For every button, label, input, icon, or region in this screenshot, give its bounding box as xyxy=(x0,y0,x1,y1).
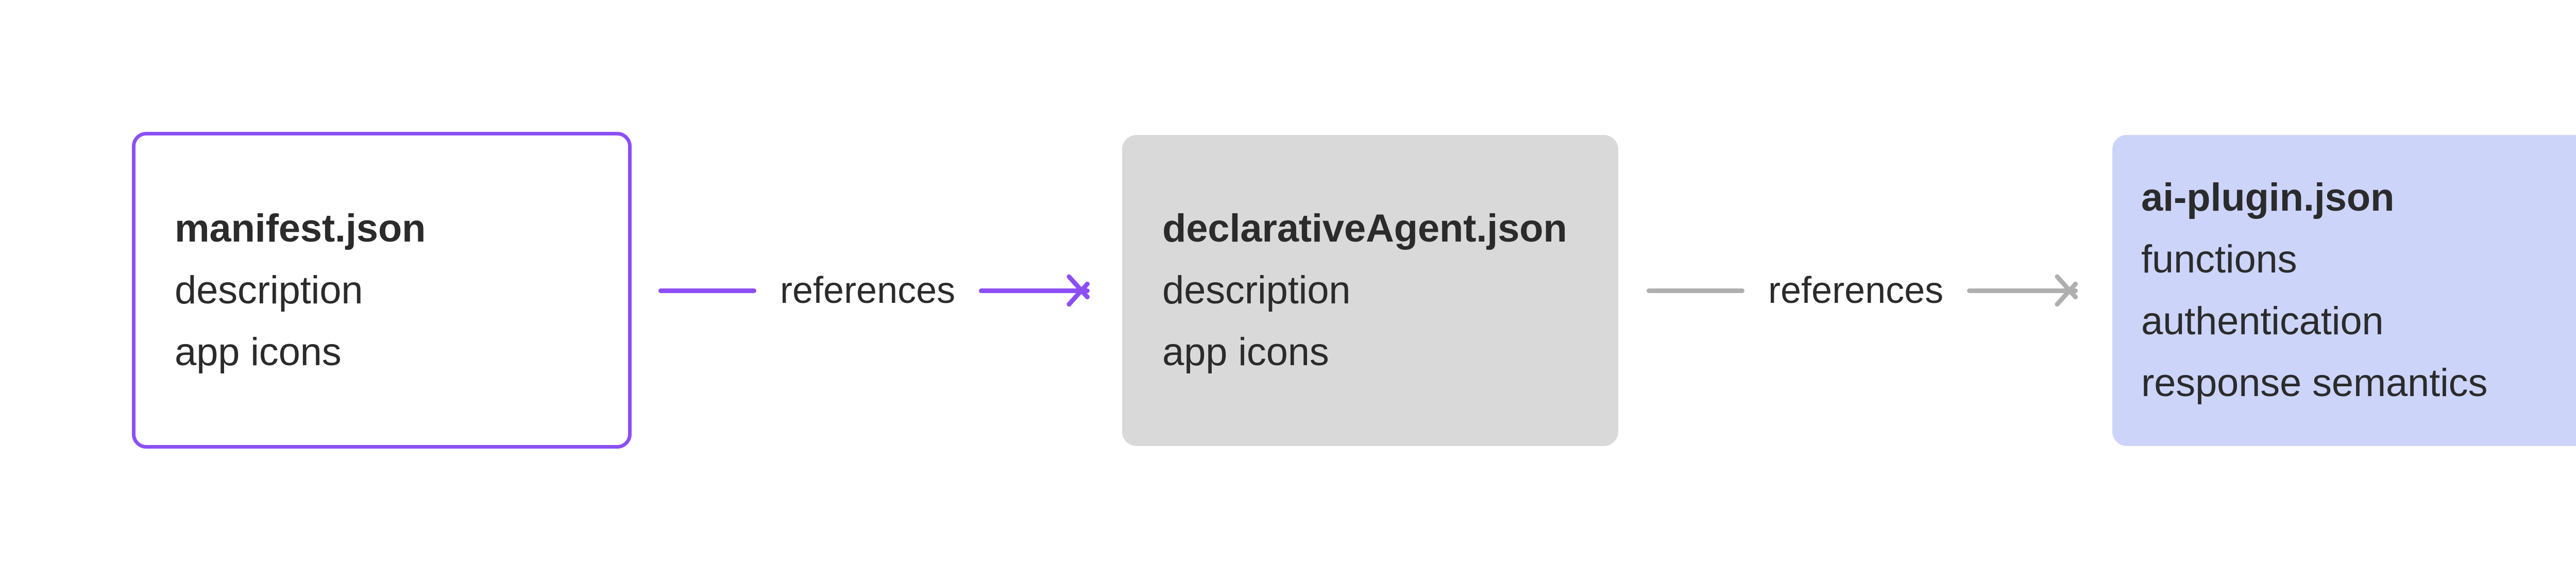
node-ai-plugin-json-lines: ai-plugin.json functions authentication … xyxy=(2141,167,2576,414)
arrow-right-icon xyxy=(2075,266,2103,315)
connector-2-line-left xyxy=(1647,288,1744,293)
node-manifest-json-detail-description: description xyxy=(175,268,363,312)
connector-declarative-agent-to-ai-plugin: references xyxy=(1647,258,2103,323)
node-declarative-agent-json-lines: declarativeAgent.json description app ic… xyxy=(1162,198,1618,383)
node-ai-plugin-json-detail-response-semantics: response semantics xyxy=(2141,361,2488,405)
node-ai-plugin-json[interactable]: ai-plugin.json functions authentication … xyxy=(2112,135,2576,446)
connector-manifest-to-declarative-agent: references xyxy=(658,258,1114,323)
connector-1-label: references xyxy=(780,270,956,311)
connector-2-label: references xyxy=(1768,270,1944,311)
node-manifest-json-lines: manifest.json description app icons xyxy=(175,198,628,383)
connector-2-line-right xyxy=(1967,288,2078,293)
node-ai-plugin-json-detail-functions: functions xyxy=(2141,237,2297,281)
node-manifest-json-detail-app-icons: app icons xyxy=(175,330,342,374)
connector-1-line-left xyxy=(658,288,756,293)
node-ai-plugin-json-title: ai-plugin.json xyxy=(2141,176,2395,219)
node-ai-plugin-json-detail-authentication: authentication xyxy=(2141,299,2384,343)
node-declarative-agent-json-detail-app-icons: app icons xyxy=(1162,330,1329,374)
node-declarative-agent-json-title: declarativeAgent.json xyxy=(1162,207,1567,250)
node-manifest-json[interactable]: manifest.json description app icons xyxy=(132,132,632,449)
node-declarative-agent-json-detail-description: description xyxy=(1162,268,1351,312)
connector-1-line-right xyxy=(979,288,1090,293)
node-manifest-json-title: manifest.json xyxy=(175,206,426,250)
node-declarative-agent-json[interactable]: declarativeAgent.json description app ic… xyxy=(1122,135,1618,446)
arrow-right-icon xyxy=(1087,266,1114,315)
